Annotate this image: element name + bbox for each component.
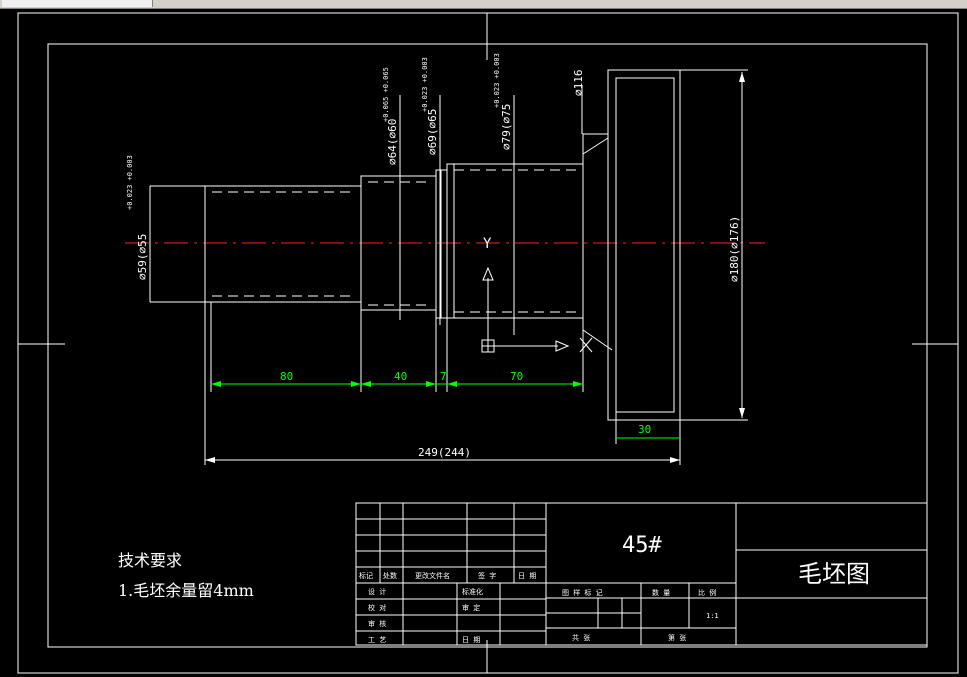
- row-check-label: 校 对: [368, 603, 386, 612]
- dim-40: 40: [394, 370, 407, 383]
- header-mark: 标记: [359, 571, 373, 580]
- material-label: 45#: [622, 533, 662, 558]
- dim-dia-65: ⌀69(⌀65: [426, 109, 439, 155]
- dim-dia-116: ⌀116: [572, 70, 585, 97]
- scale-value: 1:1: [706, 612, 719, 620]
- total-sheets: 共 张: [572, 633, 590, 642]
- header-date: 日 期: [518, 572, 536, 580]
- title-block: [355, 502, 928, 646]
- dim-dia-65-tol: +0.023 +0.003: [421, 57, 429, 112]
- row-design-label: 设 计: [368, 587, 386, 596]
- notes-item-1: 1.毛坯余量留4mm: [118, 581, 254, 600]
- outer-border: [17, 12, 959, 674]
- dim-dia-left-tol: +0.023 +0.003: [126, 155, 134, 210]
- cad-drawing-canvas[interactable]: 80 40 7 70 30 249(244) ⌀59(⌀55 +0.023 +0…: [0, 9, 967, 677]
- length-dim-lines: [205, 381, 680, 463]
- dim-30: 30: [638, 423, 651, 436]
- ucs-icon: [481, 266, 570, 353]
- dim-dia-79-tol: +0.023 +0.003: [493, 53, 501, 108]
- diameter-dim-lines: [149, 72, 745, 418]
- dim-dia-79: ⌀79(⌀75: [500, 104, 513, 150]
- notes-title: 技术要求: [118, 551, 182, 570]
- row-design-std: 标准化: [462, 587, 483, 596]
- row-check-approve: 审 定: [462, 603, 480, 612]
- row-process-label: 工 艺: [368, 636, 386, 644]
- dim-dia-left: ⌀59(⌀55: [136, 234, 149, 280]
- ucs-y-label: Y: [483, 236, 492, 252]
- dim-70: 70: [510, 370, 523, 383]
- ucs-x-mark-icon: [579, 337, 593, 353]
- title-bar-fragment: [2, 0, 153, 7]
- quantity-label: 数 量: [652, 588, 670, 597]
- dim-dia-180: ⌀180(⌀176): [728, 216, 741, 282]
- extension-lines: [150, 69, 748, 465]
- header-count: 处数: [383, 571, 397, 580]
- row-review-label: 审 核: [368, 619, 386, 628]
- drawing-name: 毛坯图: [798, 560, 870, 588]
- dim-80: 80: [280, 370, 293, 383]
- header-sign: 签 字: [478, 571, 496, 580]
- sheet-number: 第 张: [668, 633, 686, 642]
- row-process-date: 日 期: [462, 636, 480, 644]
- shaft-outline: [204, 69, 681, 421]
- dim-total: 249(244): [418, 446, 471, 459]
- dim-dia-64-tol: +0.065 +0.065: [382, 67, 390, 122]
- header-change-doc: 更改文件名: [415, 571, 450, 580]
- dim-dia-64: ⌀64(⌀60: [386, 119, 399, 165]
- stage-label: 图 样 标 记: [562, 588, 603, 597]
- scale-label: 比 例: [698, 588, 716, 597]
- window-title-bar: [0, 0, 967, 9]
- dim-7: 7: [440, 370, 447, 383]
